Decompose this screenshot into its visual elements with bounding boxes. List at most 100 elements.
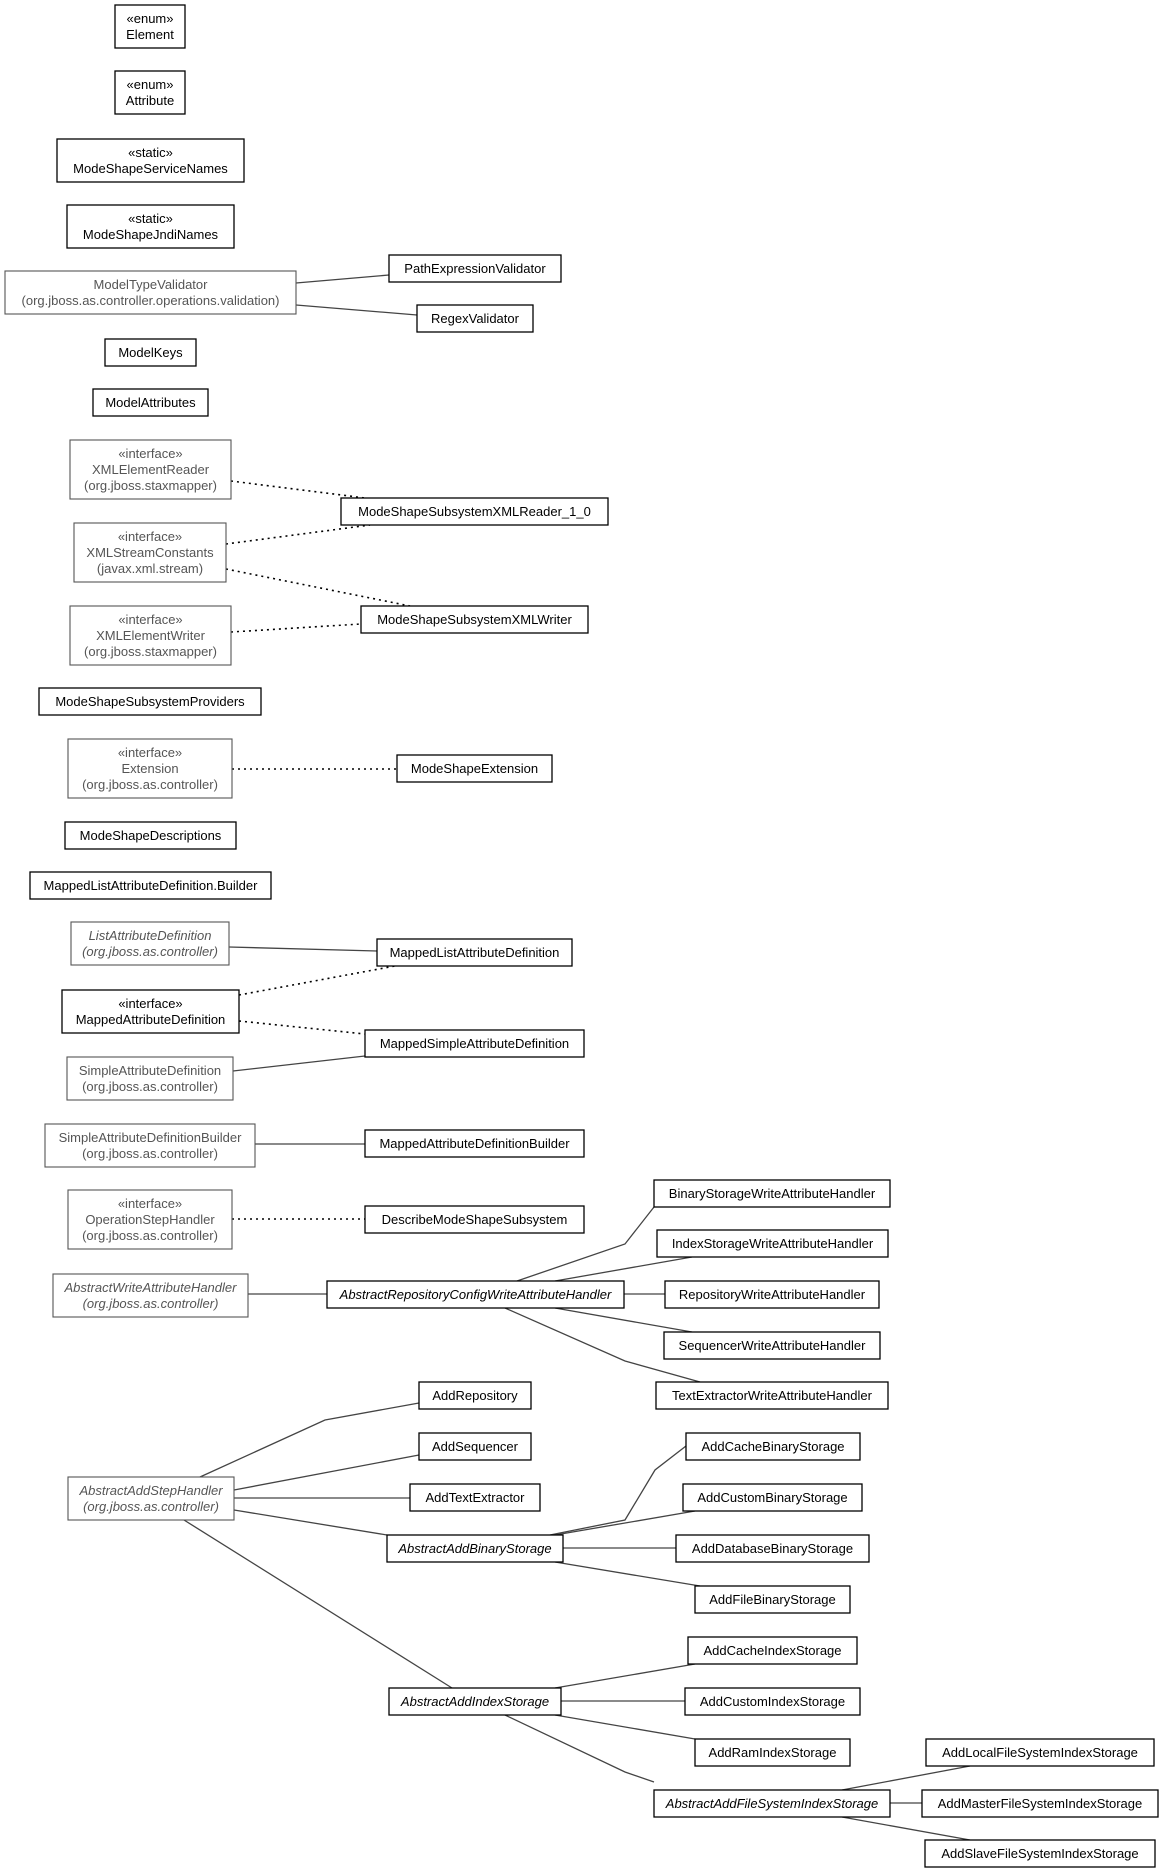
class-node-add-master-fs-index-storage: AddMasterFileSystemIndexStorage xyxy=(921,1789,1159,1818)
class-node-box xyxy=(67,1476,235,1521)
inheritance-edge-abstract_add_step_handler-to-add_sequencer xyxy=(233,1454,420,1491)
class-node-box xyxy=(416,304,534,333)
class-node-box xyxy=(655,1381,889,1410)
class-node-xml-element-reader: «interface»XMLElementReader(org.jboss.st… xyxy=(69,439,232,500)
inheritance-edge-abstract_add_index_storage-to-add_ram_index_storage xyxy=(554,1714,696,1740)
class-node-simple-attribute-definition: SimpleAttributeDefinition(org.jboss.as.c… xyxy=(66,1056,234,1101)
class-name-label: IndexStorageWriteAttributeHandler xyxy=(672,1236,874,1251)
class-node-box xyxy=(653,1179,891,1208)
class-node-xml-element-writer: «interface»XMLElementWriter(org.jboss.st… xyxy=(69,605,232,666)
class-node-abstract-add-step-handler: AbstractAddStepHandler(org.jboss.as.cont… xyxy=(67,1476,235,1521)
class-node-add-local-fs-index-storage: AddLocalFileSystemIndexStorage xyxy=(925,1738,1155,1767)
class-node-box xyxy=(104,338,197,367)
class-node-descriptions: ModeShapeDescriptions xyxy=(64,821,237,850)
class-node-box xyxy=(925,1738,1155,1767)
class-name-label: AbstractAddIndexStorage xyxy=(400,1694,549,1709)
class-name-label: OperationStepHandler xyxy=(85,1212,215,1227)
class-node-box xyxy=(409,1483,541,1512)
class-name-label: XMLElementReader xyxy=(92,462,210,477)
inheritance-edge-abstract_repository_config_write-to-text_extractor_write xyxy=(504,1307,701,1383)
class-node-mapped-list-builder: MappedListAttributeDefinition.Builder xyxy=(29,871,272,900)
class-node-box xyxy=(326,1280,625,1309)
realization-edge-xml_stream_constants-to-xml_writer xyxy=(225,568,411,607)
class-name-label: ModeShapeSubsystemXMLReader_1_0 xyxy=(358,504,591,519)
class-node-box xyxy=(340,497,609,526)
class-name-label: AddSequencer xyxy=(432,1439,519,1454)
class-node-box xyxy=(418,1381,532,1410)
class-stereotype-label: «enum» xyxy=(127,77,174,92)
class-package-label: (org.jboss.staxmapper) xyxy=(84,644,217,659)
class-node-add-text-extractor: AddTextExtractor xyxy=(409,1483,541,1512)
class-name-label: AddRepository xyxy=(432,1388,518,1403)
class-name-label: AddCustomBinaryStorage xyxy=(697,1490,847,1505)
class-name-label: AddRamIndexStorage xyxy=(709,1745,837,1760)
class-name-label: AbstractWriteAttributeHandler xyxy=(64,1280,238,1295)
class-stereotype-label: «static» xyxy=(128,211,173,226)
class-name-label: XMLStreamConstants xyxy=(86,545,214,560)
class-node-subsystem-providers: ModeShapeSubsystemProviders xyxy=(38,687,262,716)
class-node-box xyxy=(56,138,245,183)
class-package-label: (org.jboss.as.controller) xyxy=(83,1499,219,1514)
class-node-repository-write: RepositoryWriteAttributeHandler xyxy=(664,1280,880,1309)
class-name-label: AddTextExtractor xyxy=(426,1490,526,1505)
class-node-operation-step-handler: «interface»OperationStepHandler(org.jbos… xyxy=(67,1189,233,1250)
class-node-box xyxy=(388,1687,562,1716)
class-node-add-cache-index-storage: AddCacheIndexStorage xyxy=(687,1636,858,1665)
class-package-label: (org.jboss.as.controller) xyxy=(82,1079,218,1094)
class-name-label: ModeShapeDescriptions xyxy=(80,828,222,843)
class-stereotype-label: «enum» xyxy=(127,11,174,26)
class-node-sequencer-write: SequencerWriteAttributeHandler xyxy=(663,1331,881,1360)
class-node-box xyxy=(44,1123,256,1168)
class-node-model-type-validator: ModelTypeValidator(org.jboss.as.controll… xyxy=(4,270,297,315)
inheritance-edge-abstract_add_step_handler-to-add_repository xyxy=(199,1402,420,1478)
class-node-box xyxy=(69,439,232,500)
inheritance-edge-abstract_add_binary_storage-to-add_file_binary_storage xyxy=(554,1561,701,1587)
class-name-label: ModeShapeJndiNames xyxy=(83,227,219,242)
class-name-label: MappedSimpleAttributeDefinition xyxy=(380,1036,569,1051)
class-stereotype-label: «interface» xyxy=(118,996,182,1011)
class-node-extension: «interface»Extension(org.jboss.as.contro… xyxy=(67,738,233,799)
class-package-label: (org.jboss.as.controller) xyxy=(82,1228,218,1243)
class-node-box xyxy=(67,1189,233,1250)
realization-edge-xml_element_writer-to-xml_writer xyxy=(230,623,362,633)
inheritance-edge-abstract_repository_config_write-to-index_storage_write xyxy=(554,1256,693,1282)
class-node-abstract-add-index-storage: AbstractAddIndexStorage xyxy=(388,1687,562,1716)
class-node-add-ram-index-storage: AddRamIndexStorage xyxy=(694,1738,851,1767)
class-node-box xyxy=(653,1789,891,1818)
class-name-label: ModeShapeExtension xyxy=(411,761,538,776)
class-node-element: «enum»Element xyxy=(114,4,186,49)
class-node-add-repository: AddRepository xyxy=(418,1381,532,1410)
class-node-abstract-add-binary-storage: AbstractAddBinaryStorage xyxy=(386,1534,564,1563)
class-name-label: SimpleAttributeDefinition xyxy=(79,1063,221,1078)
inheritance-edge-list_attribute_definition-to-mapped_list_attribute_definition xyxy=(228,946,378,952)
class-node-box xyxy=(66,1056,234,1101)
class-package-label: (javax.xml.stream) xyxy=(97,561,203,576)
class-node-box xyxy=(386,1534,564,1563)
inheritance-edge-abstract_add_step_handler-to-abstract_add_binary_storage xyxy=(233,1509,388,1536)
class-stereotype-label: «interface» xyxy=(118,745,182,760)
class-node-abstract-write-attribute-handler: AbstractWriteAttributeHandler(org.jboss.… xyxy=(52,1273,249,1318)
class-node-box xyxy=(682,1483,863,1512)
class-node-mapped-attribute-definition: «interface»MappedAttributeDefinition xyxy=(61,989,240,1034)
class-node-add-custom-binary-storage: AddCustomBinaryStorage xyxy=(682,1483,863,1512)
class-node-add-database-binary-storage: AddDatabaseBinaryStorage xyxy=(675,1534,870,1563)
class-node-add-slave-fs-index-storage: AddSlaveFileSystemIndexStorage xyxy=(924,1839,1156,1868)
inheritance-edge-abstract_add_index_storage-to-add_cache_index_storage xyxy=(554,1663,696,1689)
class-name-label: AddCustomIndexStorage xyxy=(700,1694,845,1709)
class-name-label: ModelTypeValidator xyxy=(94,277,209,292)
class-stereotype-label: «interface» xyxy=(118,529,182,544)
class-name-label: BinaryStorageWriteAttributeHandler xyxy=(669,1186,876,1201)
class-name-label: MappedAttributeDefinitionBuilder xyxy=(379,1136,570,1151)
class-node-simple-attribute-definition-builder: SimpleAttributeDefinitionBuilder(org.jbo… xyxy=(44,1123,256,1168)
class-name-label: TextExtractorWriteAttributeHandler xyxy=(672,1388,873,1403)
class-name-label: AddCacheBinaryStorage xyxy=(701,1439,844,1454)
class-node-model-keys: ModelKeys xyxy=(104,338,197,367)
class-node-box xyxy=(114,4,186,49)
class-name-label: RepositoryWriteAttributeHandler xyxy=(679,1287,866,1302)
realization-edge-xml_stream_constants-to-xml_reader_1_0 xyxy=(225,524,371,545)
class-package-label: (org.jboss.as.controller.operations.vali… xyxy=(22,293,280,308)
class-node-service-names: «static»ModeShapeServiceNames xyxy=(56,138,245,183)
class-name-label: SimpleAttributeDefinitionBuilder xyxy=(59,1130,242,1145)
class-node-box xyxy=(114,70,186,115)
class-package-label: (org.jboss.as.controller) xyxy=(82,1146,218,1161)
